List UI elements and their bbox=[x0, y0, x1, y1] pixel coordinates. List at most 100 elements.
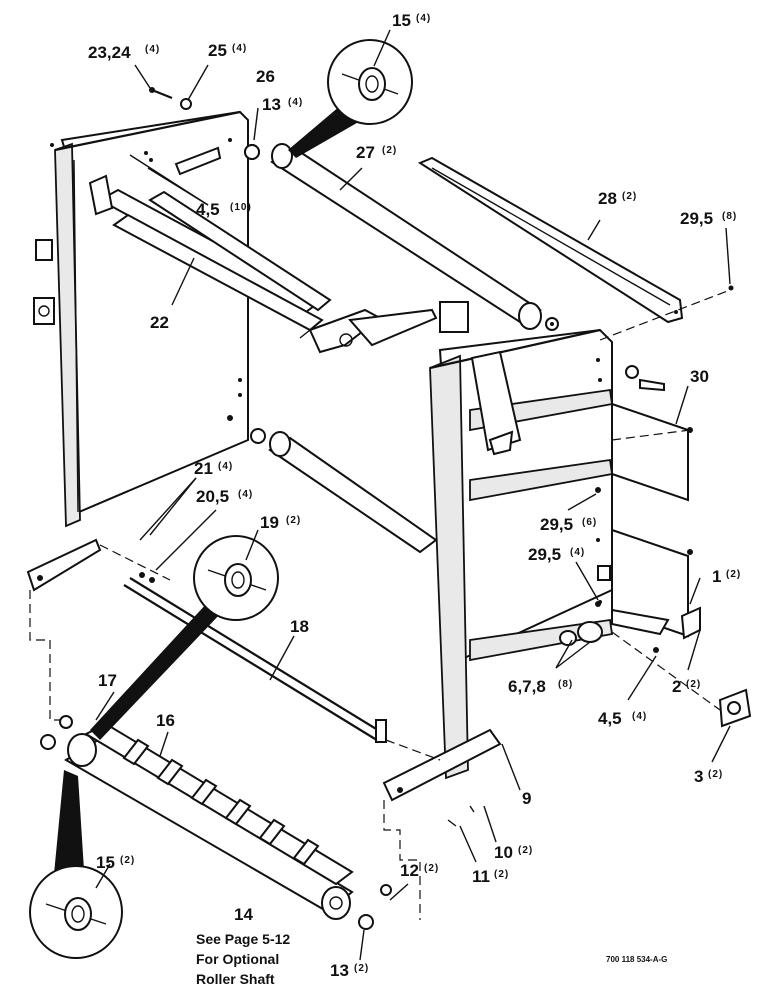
svg-text:21: 21 bbox=[194, 459, 213, 478]
callout-23-24: 23,24 (4) bbox=[88, 43, 160, 62]
svg-text:(4): (4) bbox=[570, 547, 585, 558]
callout-22: 22 bbox=[150, 313, 169, 332]
svg-text:29,5: 29,5 bbox=[528, 545, 561, 564]
tube-assembly-22 bbox=[88, 146, 438, 354]
svg-text:(4): (4) bbox=[238, 489, 253, 500]
middle-roller bbox=[227, 415, 438, 554]
svg-text:(8): (8) bbox=[722, 211, 737, 222]
svg-text:(6): (6) bbox=[582, 517, 597, 528]
hardware-29-5 bbox=[595, 285, 734, 607]
svg-text:22: 22 bbox=[150, 313, 169, 332]
svg-text:(2): (2) bbox=[622, 191, 637, 202]
callout-15-top: 15(4) bbox=[392, 11, 431, 30]
svg-text:(8): (8) bbox=[558, 679, 573, 690]
svg-text:For Optional: For Optional bbox=[196, 951, 279, 967]
callout-9: 9 bbox=[522, 789, 531, 808]
svg-text:29,5: 29,5 bbox=[680, 209, 713, 228]
svg-text:18: 18 bbox=[290, 617, 309, 636]
callout-12: 12 (2) bbox=[400, 861, 439, 880]
callout-28: 28 (2) bbox=[598, 189, 637, 208]
callout-19: 19 (2) bbox=[260, 513, 301, 532]
optional-roller-note: See Page 5-12 For Optional Roller Shaft bbox=[196, 931, 290, 987]
callout-29-5-low: 29,5 (4) bbox=[528, 545, 585, 564]
left-foot-bracket bbox=[26, 538, 171, 721]
svg-text:14: 14 bbox=[234, 905, 253, 924]
svg-text:16: 16 bbox=[156, 711, 175, 730]
callout-13-top: 13 (4) bbox=[262, 95, 303, 114]
svg-text:13: 13 bbox=[262, 95, 281, 114]
svg-text:4,5: 4,5 bbox=[196, 200, 220, 219]
angle-bar-28 bbox=[417, 156, 684, 324]
callout-29-5-mid: 29,5 (6) bbox=[540, 515, 597, 534]
svg-text:(4): (4) bbox=[288, 97, 303, 108]
angle-piece-30 bbox=[611, 402, 693, 638]
detail-circle-15-low bbox=[29, 770, 123, 959]
callout-6-7-8: 6,7,8 (8) bbox=[508, 677, 573, 696]
svg-text:23,24: 23,24 bbox=[88, 43, 131, 62]
hardware-lower-right bbox=[447, 606, 752, 827]
svg-text:28: 28 bbox=[598, 189, 617, 208]
svg-text:20,5: 20,5 bbox=[196, 487, 229, 506]
callout-17: 17 bbox=[98, 671, 117, 690]
svg-text:(2): (2) bbox=[686, 679, 701, 690]
callout-2: 2 (2) bbox=[672, 677, 701, 696]
svg-text:15: 15 bbox=[96, 853, 115, 872]
svg-text:(2): (2) bbox=[382, 145, 397, 156]
callout-14: 14 bbox=[234, 905, 253, 924]
svg-text:(4): (4) bbox=[416, 13, 431, 24]
right-foot-bracket-9 bbox=[382, 728, 502, 920]
svg-text:4,5: 4,5 bbox=[598, 709, 622, 728]
callout-1: 1 (2) bbox=[712, 567, 741, 586]
svg-text:1: 1 bbox=[712, 567, 721, 586]
detail-circle-15-top bbox=[288, 39, 413, 158]
svg-text:(2): (2) bbox=[424, 863, 439, 874]
callout-4-5-low: 4,5 (4) bbox=[598, 709, 647, 728]
svg-text:29,5: 29,5 bbox=[540, 515, 573, 534]
rod-18 bbox=[123, 572, 441, 761]
svg-text:2: 2 bbox=[672, 677, 681, 696]
callout-3: 3(2) bbox=[694, 767, 722, 786]
detail-circle-19 bbox=[90, 535, 279, 740]
svg-text:17: 17 bbox=[98, 671, 117, 690]
callout-30: 30 bbox=[690, 367, 709, 386]
left-side-frame bbox=[33, 110, 249, 528]
drawing-reference-number: 700 118 534-A-G bbox=[606, 955, 667, 964]
svg-text:(2): (2) bbox=[354, 963, 369, 974]
svg-text:11: 11 bbox=[472, 867, 490, 886]
callout-10: 10(2) bbox=[494, 843, 532, 862]
paddles-16 bbox=[122, 738, 320, 866]
svg-text:(2): (2) bbox=[286, 515, 301, 526]
callout-18: 18 bbox=[290, 617, 309, 636]
svg-text:12: 12 bbox=[400, 861, 419, 880]
leader-lines bbox=[95, 29, 731, 961]
svg-text:25: 25 bbox=[208, 41, 227, 60]
svg-text:See Page 5-12: See Page 5-12 bbox=[196, 931, 290, 947]
callout-26: 26 bbox=[256, 67, 275, 86]
callout-11: 11 (2) bbox=[472, 867, 509, 886]
callout-4-5-top: 4,5(10) bbox=[196, 200, 251, 219]
svg-text:(4): (4) bbox=[145, 44, 160, 55]
svg-text:9: 9 bbox=[522, 789, 531, 808]
svg-text:30: 30 bbox=[690, 367, 709, 386]
upper-roller-27 bbox=[244, 143, 559, 331]
svg-text:6,7,8: 6,7,8 bbox=[508, 677, 546, 696]
svg-text:(4): (4) bbox=[232, 43, 247, 54]
callout-29-5-top: 29,5 (8) bbox=[680, 209, 737, 228]
svg-text:27: 27 bbox=[356, 143, 375, 162]
callout-16: 16 bbox=[156, 711, 175, 730]
bolt-23-24 bbox=[149, 87, 260, 160]
lower-roller-14 bbox=[40, 715, 392, 930]
svg-text:26: 26 bbox=[256, 67, 275, 86]
right-side-frame bbox=[429, 301, 614, 780]
svg-text:(4): (4) bbox=[218, 461, 233, 472]
callout-15-low: 15 (2) bbox=[96, 853, 135, 872]
svg-text:(2): (2) bbox=[494, 869, 509, 880]
callout-20-5: 20,5 (4) bbox=[196, 487, 253, 506]
svg-text:(4): (4) bbox=[632, 711, 647, 722]
svg-text:(2): (2) bbox=[120, 855, 135, 866]
callout-21: 21 (4) bbox=[194, 459, 233, 478]
svg-text:(2): (2) bbox=[726, 569, 741, 580]
svg-text:19: 19 bbox=[260, 513, 279, 532]
callout-25: 25 (4) bbox=[208, 41, 247, 60]
